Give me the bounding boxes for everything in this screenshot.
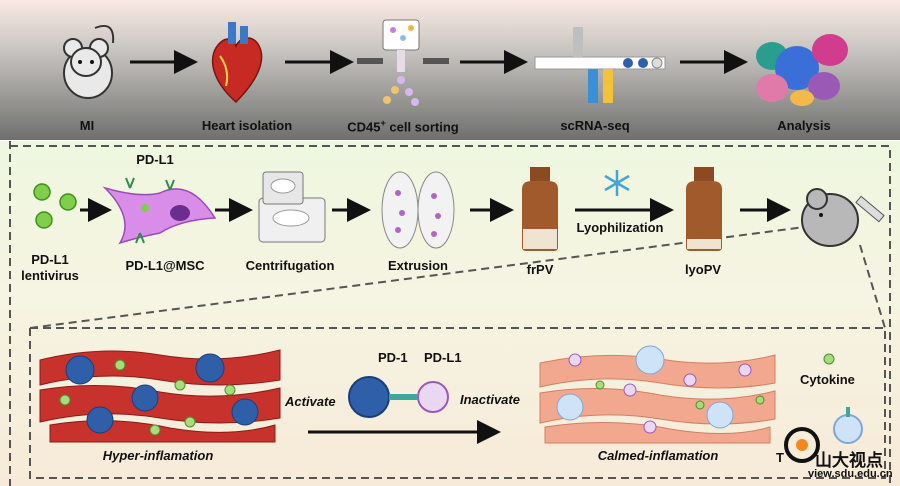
pd1-label: PD-1 [378, 350, 408, 365]
t-cell-label: T [776, 450, 784, 465]
pd1-pdl1-interaction-diagram [348, 376, 449, 418]
heart-icon [211, 22, 263, 104]
watermark-logo-text: 山大视点 [815, 451, 883, 470]
step-heart-isolation-label: Heart isolation [201, 118, 293, 133]
lentivirus-label-line1: PD-L1 [31, 252, 69, 267]
lyopv-vial-icon [686, 167, 722, 251]
cd45-superscript: + [380, 118, 386, 128]
extrusion-membrane-icon [381, 171, 455, 249]
lyopv-label: lyoPV [684, 262, 722, 277]
cd45-text: CD45 [347, 119, 381, 135]
lentivirus-label-line2: lentivirus [21, 268, 79, 283]
microfluidic-chip-icon [534, 27, 666, 103]
hyper-inflamed-tissue [39, 349, 281, 443]
watermark-url: view.sdu.edu.cn [808, 468, 893, 480]
sdu-logo-icon [784, 427, 820, 463]
pdl1-label: PD-L1 [424, 350, 462, 365]
cell-sorter-icon [357, 19, 449, 106]
centrifuge-icon [258, 171, 326, 243]
calmed-tissue [539, 345, 776, 444]
step-scrna-seq-label: scRNA-seq [560, 118, 630, 133]
pdl1-callout-label: PD-L1 [136, 152, 174, 167]
msc-label: PD-L1@MSC [125, 258, 205, 273]
t-cell-legend-icon [833, 407, 863, 444]
umap-cluster-icon [756, 34, 848, 106]
lyophilization-label: Lyophilization [576, 220, 664, 235]
cytokine-label: Cytokine [800, 372, 855, 387]
calmed-inflammation-label: Calmed-inflamation [597, 448, 719, 463]
workflow-arrows-top [130, 50, 748, 74]
extrusion-label: Extrusion [388, 258, 448, 273]
msc-cell-icon [102, 177, 217, 245]
frpv-vial-icon [522, 167, 558, 251]
step-cell-sorting-label: CD45+ cell sorting [347, 118, 459, 134]
frpv-label: frPV [526, 262, 554, 277]
snowflake-icon [604, 170, 630, 196]
activate-label: Activate [285, 394, 336, 409]
mouse-icon [63, 24, 115, 99]
scrna-workflow-panel [0, 0, 900, 140]
cytokine-legend-icon [823, 353, 835, 365]
lentivirus-icon [33, 183, 77, 229]
step-mi-label: MI [79, 118, 95, 133]
mouse-injection-icon [801, 188, 885, 247]
inactivate-label: Inactivate [460, 392, 520, 407]
step-analysis-label: Analysis [777, 118, 831, 133]
hyper-inflammation-label: Hyper-inflamation [102, 448, 214, 463]
cell-sorting-text: cell sorting [389, 119, 459, 135]
centrifugation-label: Centrifugation [245, 258, 335, 273]
